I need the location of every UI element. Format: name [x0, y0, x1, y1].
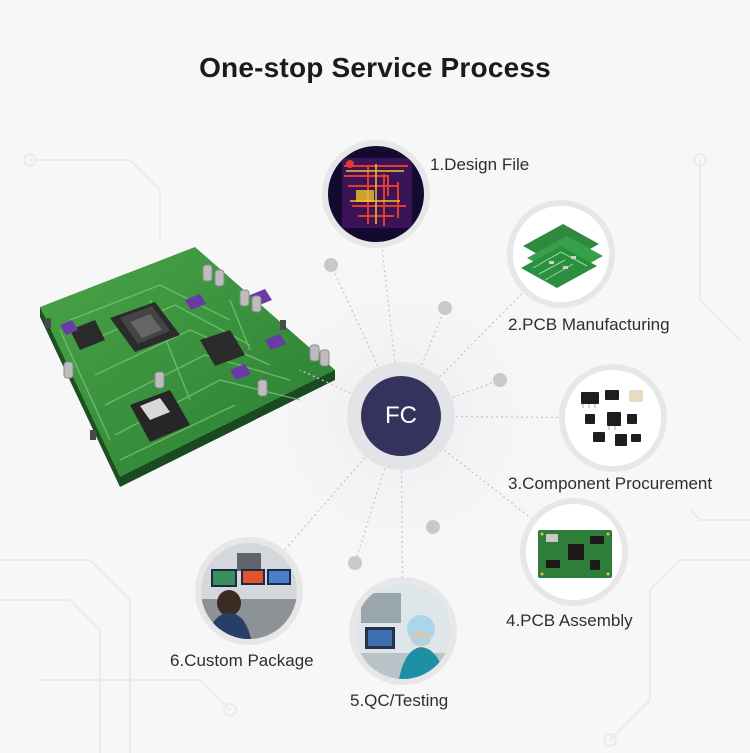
step-5-label: 5.QC/Testing: [350, 691, 449, 710]
page-title: One-stop Service Process: [199, 52, 551, 83]
step-1-image: [322, 140, 430, 248]
center-hub-label: FC: [361, 376, 441, 456]
step-6-image: [195, 537, 303, 645]
assembled-board-icon: [526, 504, 622, 600]
decor-dot-1: [324, 258, 338, 272]
connector-line-8: [299, 369, 402, 417]
step-2-label: 2.PCB Manufacturing: [508, 315, 670, 334]
center-hub: FC: [347, 362, 455, 470]
workstation-icon: [201, 543, 297, 639]
green-pcb-boards-icon: [513, 206, 609, 302]
step-3-label: 3.Component Procurement: [508, 474, 713, 493]
decor-dot-3: [493, 373, 507, 387]
step-2-image: [507, 200, 615, 308]
qc-technician-icon: [355, 583, 451, 679]
electronic-components-icon: [565, 370, 661, 466]
decor-dot-4: [426, 520, 440, 534]
decor-dot-5: [348, 556, 362, 570]
pcb-board-illustration: [40, 247, 335, 487]
decor-dot-2: [438, 301, 452, 315]
step-1-label: 1.Design File: [430, 155, 530, 174]
step-4-label: 4.PCB Assembly: [506, 611, 633, 630]
step-5-image: [349, 577, 457, 685]
step-6-label: 6.Custom Package: [170, 651, 314, 670]
step-3-image: [559, 364, 667, 472]
pcb-layout-icon: [328, 146, 424, 242]
step-4-image: [520, 498, 628, 606]
connector-line-6: [248, 415, 402, 592]
